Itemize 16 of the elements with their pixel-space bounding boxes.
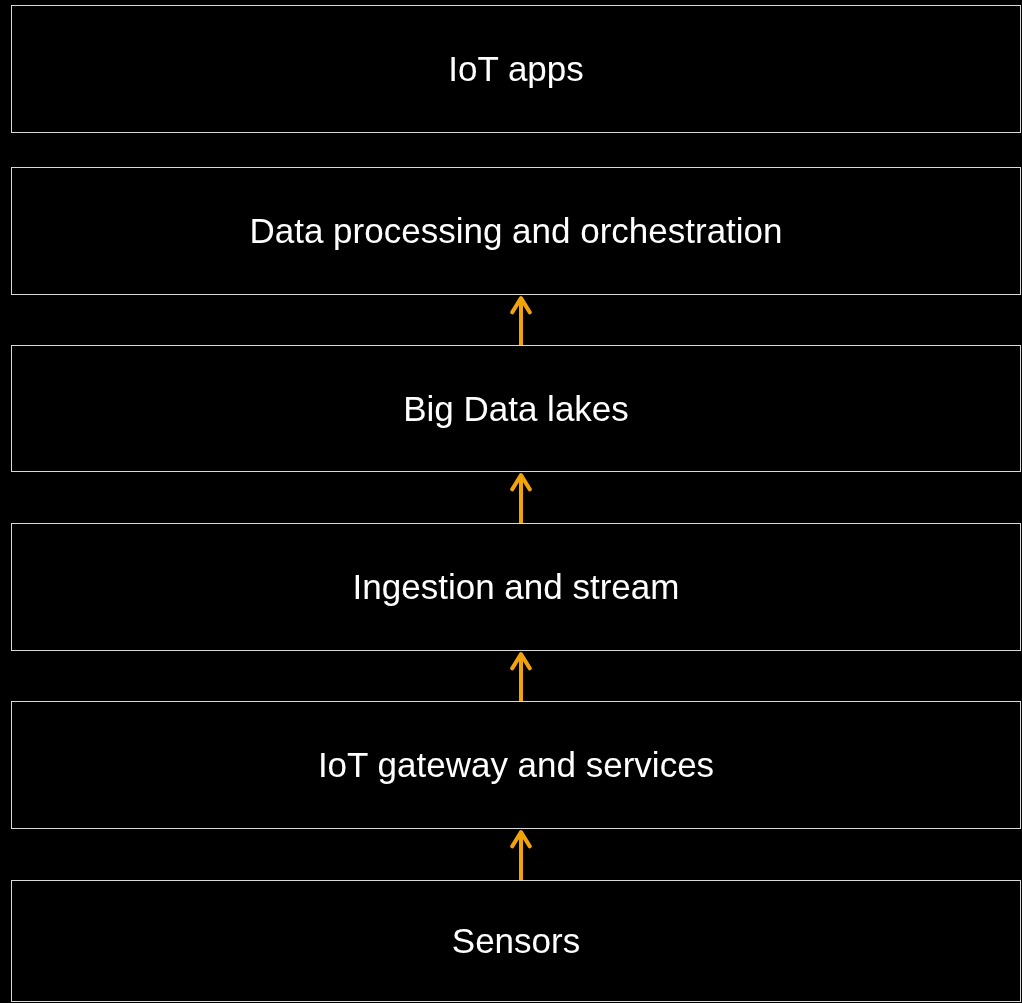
layer-label: IoT gateway and services	[317, 744, 715, 787]
layer-box	[11, 701, 1021, 829]
layer-label: Data processing and orchestration	[249, 210, 783, 253]
layer-label: Ingestion and stream	[352, 566, 680, 609]
layer-box	[11, 523, 1021, 651]
layer-box	[11, 167, 1021, 295]
layer-label: Sensors	[451, 920, 581, 963]
layer-box	[11, 880, 1021, 1002]
arrow	[510, 296, 532, 345]
layer-label: Big Data lakes	[403, 387, 629, 430]
arrow	[510, 830, 532, 880]
layer-label: IoT apps	[448, 48, 584, 91]
layer-box	[11, 5, 1021, 133]
arrow	[510, 473, 532, 523]
arrow	[510, 652, 532, 701]
layer-box	[11, 345, 1021, 472]
